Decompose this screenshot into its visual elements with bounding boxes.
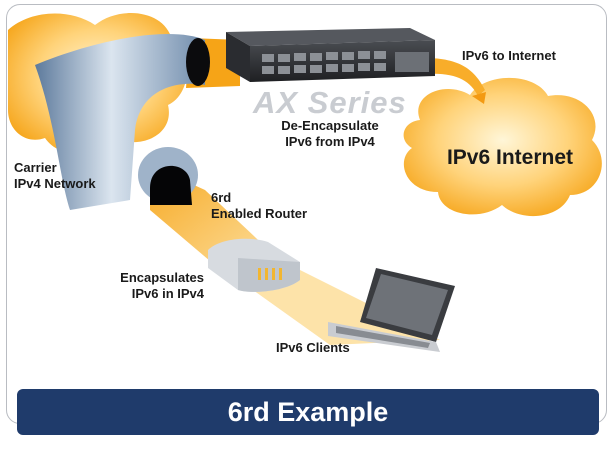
- footer-title: 6rd Example: [227, 396, 389, 427]
- ax-series-appliance: [226, 28, 435, 82]
- encapsulates-label: Encapsulates IPv6 in IPv4: [120, 270, 204, 301]
- ax-series-logo: AX Series: [253, 85, 407, 120]
- ipv6-to-internet-label: IPv6 to Internet: [462, 48, 556, 63]
- footer-banner: 6rd Example: [17, 389, 599, 435]
- ipv6-clients-label: IPv6 Clients: [276, 340, 350, 355]
- carrier-network-label: Carrier IPv4 Network: [14, 160, 96, 191]
- arrow-icon: [472, 92, 486, 104]
- router-label: 6rd Enabled Router: [211, 190, 308, 221]
- router-device: [208, 238, 300, 292]
- laptop-icon: [328, 268, 455, 352]
- de-encapsulate-label: De-Encapsulate IPv6 from IPv4: [281, 118, 379, 149]
- internet-cloud: [403, 77, 602, 217]
- ipv6-internet-label: IPv6 Internet: [446, 146, 574, 169]
- ipv4-tunnel: [35, 34, 210, 210]
